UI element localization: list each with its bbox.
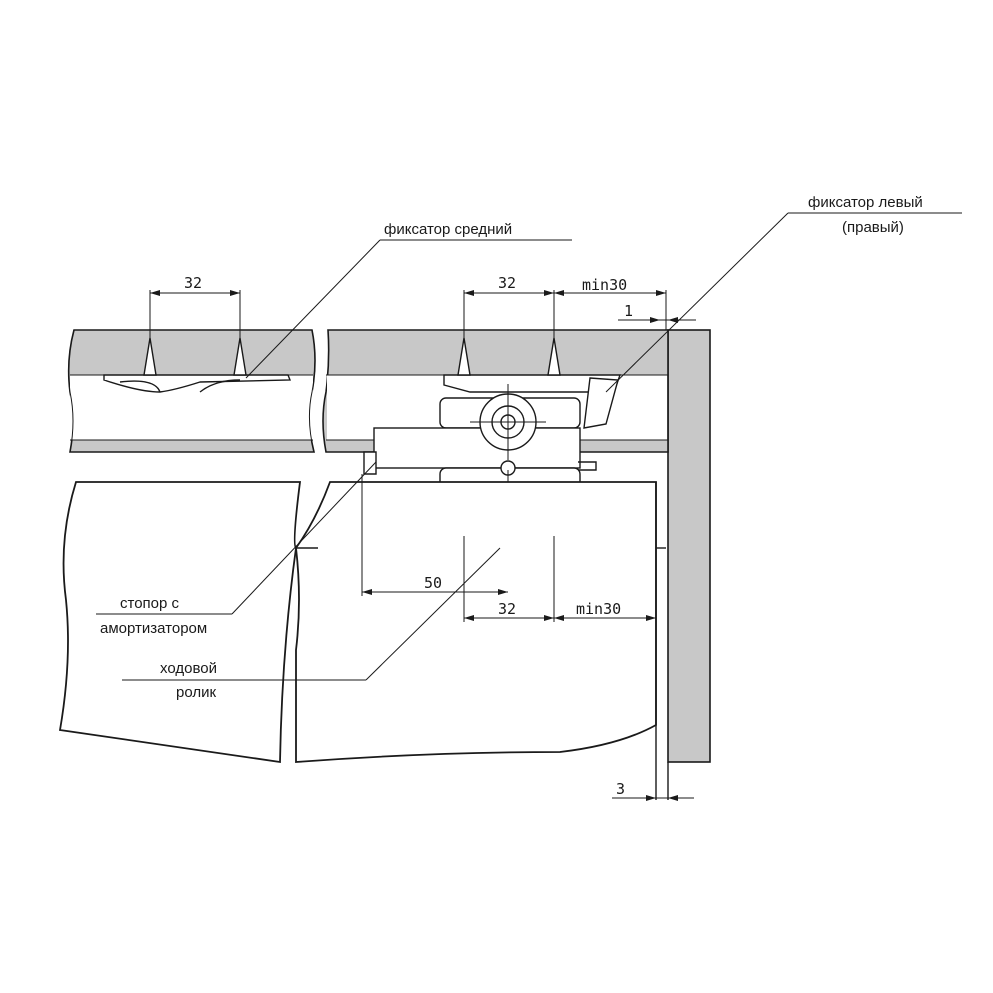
wall: [667, 329, 711, 763]
label-end-latch-line1: фиксатор левый: [808, 194, 923, 211]
top-rail: [67, 329, 669, 453]
label-stopper-line1: стопор с: [120, 595, 180, 612]
dim-gap-bottom: 3: [616, 780, 625, 798]
dim-top-min: min30: [582, 276, 627, 294]
dim-gap-top: 1: [624, 302, 633, 320]
label-roller-line1: ходовой: [160, 660, 217, 677]
dim-left-spacing: 32: [184, 274, 202, 292]
dim-bottom-min: min30: [576, 600, 621, 618]
label-stopper-line2: амортизатором: [100, 620, 207, 637]
callout-labels: фиксатор средний фиксатор левый (правый)…: [100, 194, 923, 701]
end-latch: [443, 337, 621, 429]
leader-lines: [96, 212, 962, 681]
middle-latch: [103, 337, 292, 393]
dim-bottom-50: 50: [424, 574, 442, 592]
label-middle-latch: фиксатор средний: [384, 221, 512, 238]
label-end-latch-line2: (правый): [842, 219, 904, 236]
dimensions: [149, 290, 696, 801]
dim-right-spacing: 32: [498, 274, 516, 292]
dimension-labels: 32 32 min30 1 50 32 min30 3: [184, 274, 633, 798]
dim-bottom-32: 32: [498, 600, 516, 618]
label-roller-line2: ролик: [176, 684, 216, 701]
door-panels: [58, 481, 669, 800]
